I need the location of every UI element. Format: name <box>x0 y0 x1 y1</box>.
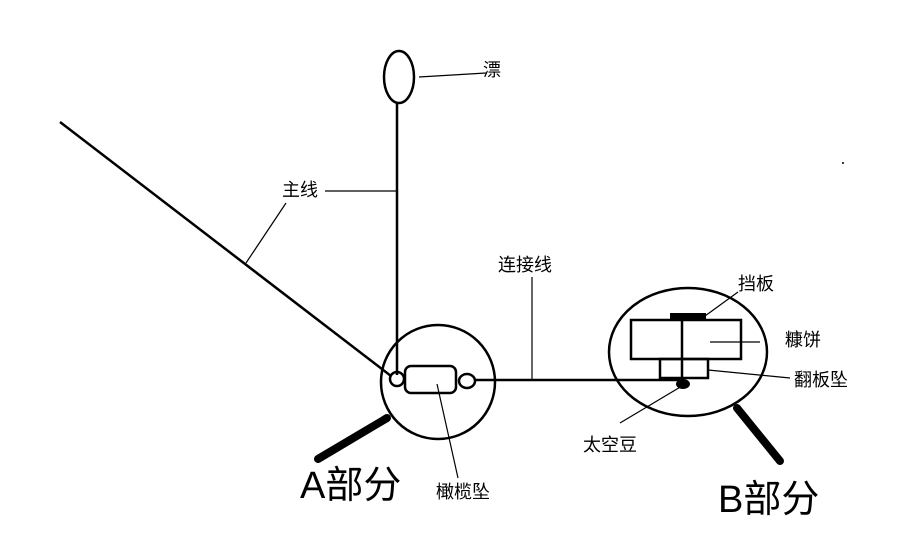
olive-sinker-shape <box>403 364 458 395</box>
part-a-label: A部分 <box>300 465 402 507</box>
flip-sinker-shape <box>658 357 710 380</box>
flip-sinker-label: 翻板坠 <box>794 370 848 391</box>
float-label: 漂 <box>483 60 501 81</box>
float-shape <box>382 49 416 105</box>
part-b-label: B部分 <box>718 479 820 521</box>
diagonal-main-line <box>59 121 392 377</box>
space-bean-shape <box>676 379 690 389</box>
part-b-circle <box>607 286 769 418</box>
main-line-label: 主线 <box>282 180 318 201</box>
part-a-handle <box>314 414 391 463</box>
baffle-label: 挡板 <box>738 274 774 295</box>
olive-sinker-label: 橄榄坠 <box>436 482 490 503</box>
part-a-circle <box>379 323 497 441</box>
bait-cake-shape <box>629 318 743 361</box>
swivel-right-ring <box>457 372 477 390</box>
connector-line-label: 连接线 <box>498 255 552 276</box>
bait-cake-label: 糠饼 <box>785 330 821 351</box>
space-bean-label: 太空豆 <box>583 435 637 456</box>
part-b-handle <box>733 404 784 465</box>
